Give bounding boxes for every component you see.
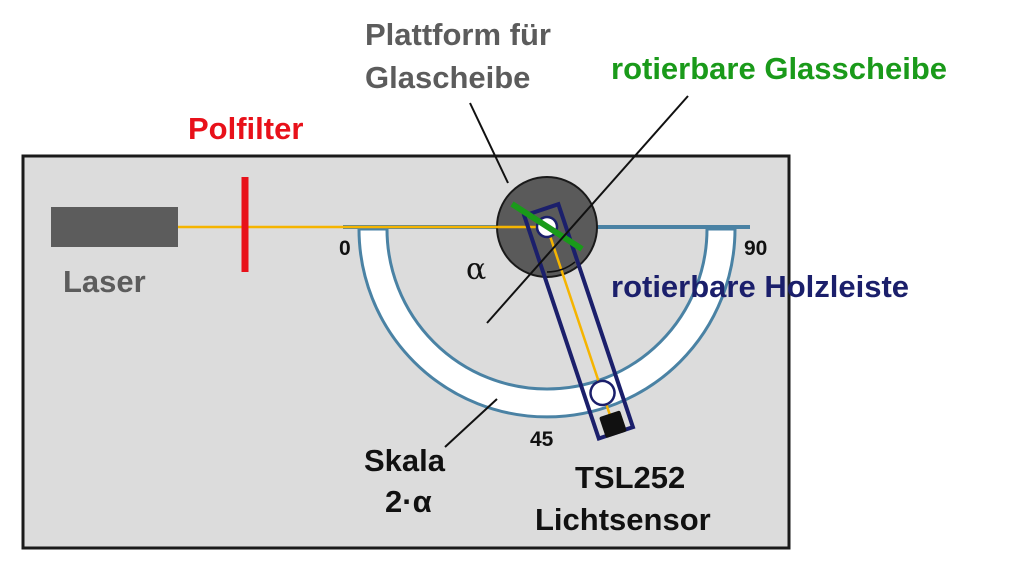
label-scale-45: 45 [530, 428, 554, 451]
label-scale-90: 90 [744, 237, 767, 260]
label-platform-line1: Plattform für [365, 17, 551, 52]
label-skala-line2: 2·α [385, 484, 432, 519]
glass-plate [510, 201, 584, 252]
label-scale-0: 0 [339, 237, 351, 260]
pointer-skala [444, 398, 498, 448]
scale-ring [357, 227, 737, 419]
label-wood: rotierbare Holzleiste [611, 269, 909, 304]
pointer-platform [469, 102, 509, 184]
sensor-hole [589, 379, 616, 407]
label-sensor-line2: Lichtsensor [535, 502, 711, 537]
label-skala-line1: Skala [364, 443, 446, 478]
label-alpha: α [466, 252, 486, 287]
label-glass: rotierbare Glasscheibe [611, 51, 947, 86]
rotating-wood-strip [521, 201, 636, 442]
label-laser: Laser [63, 264, 146, 299]
alpha-arc [546, 261, 576, 273]
laser-device [51, 207, 178, 247]
pointer-glass [486, 95, 689, 324]
label-sensor-line1: TSL252 [575, 460, 685, 495]
label-platform-line2: Glascheibe [365, 60, 530, 95]
tsl252-sensor [599, 410, 627, 438]
label-polfilter: Polfilter [188, 111, 303, 146]
